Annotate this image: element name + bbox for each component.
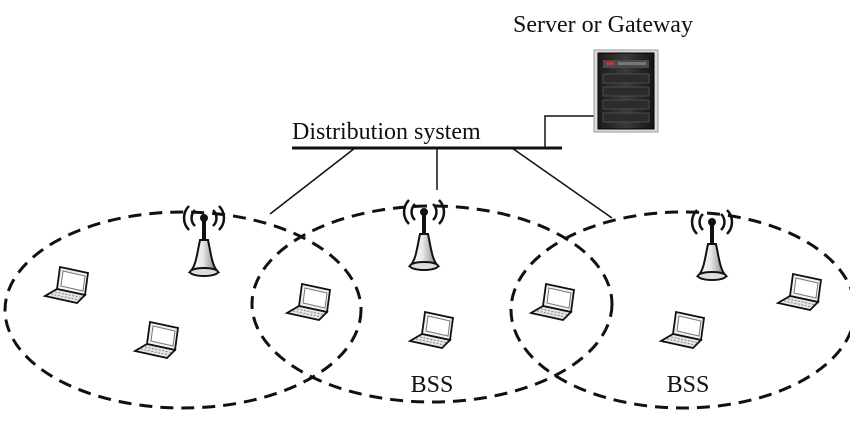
server-tower-icon	[593, 49, 659, 133]
bss-label-middle: BSS	[411, 372, 454, 398]
bss-ellipse-right	[509, 210, 850, 410]
laptop-icon	[409, 311, 454, 349]
laptop-icon	[530, 283, 575, 321]
wireless-access-point-icon	[402, 198, 446, 272]
laptop-icon	[134, 321, 179, 359]
wireless-access-point-icon	[182, 204, 226, 278]
link-to-right-bss	[511, 147, 613, 219]
bss-ellipse-middle	[250, 204, 614, 404]
laptop-icon	[777, 273, 822, 311]
distribution-system-label: Distribution system	[292, 119, 481, 145]
server-label: Server or Gateway	[513, 12, 693, 38]
laptop-icon	[286, 283, 331, 321]
link-to-left-bss	[269, 147, 356, 215]
bss-ellipse-left	[3, 210, 363, 410]
bss-label-right: BSS	[667, 372, 710, 398]
laptop-icon	[660, 311, 705, 349]
link-to-server	[544, 115, 596, 148]
wireless-access-point-icon	[690, 208, 734, 282]
laptop-icon	[44, 266, 89, 304]
